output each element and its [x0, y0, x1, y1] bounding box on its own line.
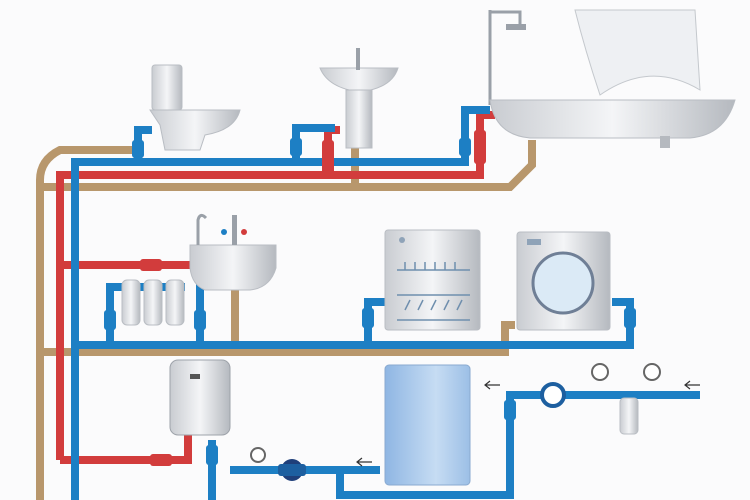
flow-arrows [356, 380, 700, 467]
boiler [384, 364, 471, 486]
cold-dishwasher-branch [364, 298, 388, 345]
hot-valves [140, 130, 486, 466]
drain-pipes [36, 140, 536, 500]
washing-machine [516, 231, 611, 331]
water-heater [169, 359, 231, 436]
drain-main-riser [36, 146, 135, 500]
bathtub [488, 9, 736, 148]
water-meter [540, 382, 566, 408]
hot-heater-outlet [60, 430, 192, 464]
water-filters [121, 279, 185, 326]
toilet [149, 64, 241, 151]
drain-upper-branch [40, 140, 536, 191]
dishwasher [384, 229, 481, 331]
circulation-pump [278, 459, 306, 481]
bathroom-basin [319, 48, 399, 149]
cold-boiler-bottom [336, 391, 700, 499]
drain-lower-branch [40, 321, 515, 356]
hot-riser [56, 111, 495, 460]
cold-riser [71, 106, 490, 500]
valves [104, 138, 636, 465]
inlet-filter [619, 397, 639, 435]
kitchen-sink [189, 213, 277, 291]
pressure-gauges [250, 363, 661, 463]
